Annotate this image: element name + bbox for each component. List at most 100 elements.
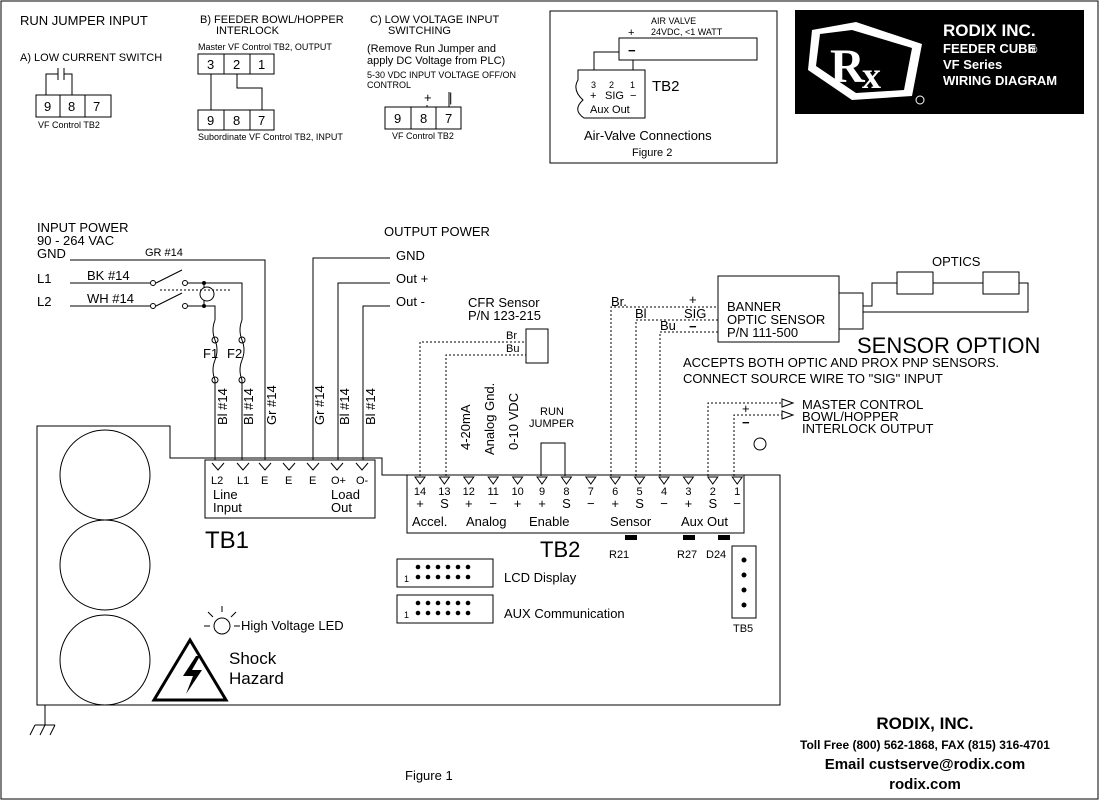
tb1-load: Load — [331, 487, 360, 502]
wire-label-5: Bl #14 — [337, 388, 352, 425]
aux-pins-pin — [435, 610, 441, 616]
tb2-terminal-2-sign: S — [708, 496, 717, 511]
mounting-hole — [753, 437, 767, 451]
aux-pins-pin — [435, 600, 441, 606]
svg-text:R: R — [830, 40, 866, 93]
aux-connector — [396, 594, 494, 624]
option-b-sub-strip: 9 8 7 — [197, 109, 275, 131]
tb2-terminal-9-marker — [536, 476, 548, 485]
lcd-pins-pin — [435, 574, 441, 580]
aux-pins-pin — [455, 600, 461, 606]
tb2-terminal-9-sign: + — [538, 496, 546, 511]
aux-pins-pin — [415, 600, 421, 606]
tb2-terminal-14-number: 14 — [414, 486, 426, 498]
run-jumper-title: RUN JUMPER INPUT — [20, 13, 148, 28]
banner-bu: Bu — [660, 318, 676, 333]
av-sign-minus: − — [630, 90, 636, 102]
option-c-note-4: CONTROL — [367, 80, 411, 90]
tb2-terminal-1-marker — [731, 476, 744, 485]
lcd-pin1: 1 — [404, 574, 409, 584]
capacitor-3 — [59, 614, 151, 706]
tb2-terminal-14-marker — [414, 476, 426, 485]
lcd-pins-pin — [455, 574, 461, 580]
master-output-line-2: BOWL/HOPPER — [802, 409, 899, 424]
option-c-plus: + — [424, 90, 432, 105]
tb2-label: TB2 — [540, 537, 580, 562]
svg-text:x: x — [862, 55, 881, 97]
ground-symbol — [29, 705, 56, 736]
wire-label-4: Gr #14 — [312, 385, 327, 425]
tb2-terminal-11-marker — [487, 476, 500, 485]
air-valve-body — [618, 37, 758, 61]
capacitor-2 — [59, 519, 151, 611]
master-output-wires — [707, 402, 782, 476]
tb2-terminal-10-marker — [511, 476, 524, 485]
av-sign-sig: SIG — [605, 90, 624, 102]
cfr-br: Br — [506, 330, 517, 342]
logo-diagram: WIRING DIAGRAM — [943, 73, 1057, 88]
tb2-block — [406, 474, 745, 534]
cfr-sensor-body — [525, 328, 549, 364]
banner-line-2: OPTIC SENSOR — [727, 312, 825, 327]
figure-1-caption: Figure 1 — [405, 768, 453, 783]
sensor-note-1: ACCEPTS BOTH OPTIC AND PROX PNP SENSORS. — [683, 355, 999, 370]
cfr-wires — [419, 341, 526, 476]
tb2-terminal-11-number: 11 — [487, 486, 498, 498]
master-output-plus: + — [742, 401, 750, 416]
wire-label-3: Gr #14 — [264, 385, 279, 425]
lcd-pins-pin — [455, 564, 461, 570]
tb2-group-sensor: Sensor — [610, 514, 652, 529]
c-term-9: 9 — [394, 111, 401, 126]
analog-label-0-10vdc: 0-10 VDC — [506, 393, 521, 450]
option-c-note-2: apply DC Voltage from PLC) — [367, 55, 505, 67]
control-board — [36, 425, 781, 706]
lcd-label: LCD Display — [504, 570, 577, 585]
tb2-terminal-6-number: 6 — [612, 486, 618, 498]
input-power-gr: GR #14 — [145, 247, 183, 259]
fuse-f1: F1 — [203, 346, 218, 361]
high-voltage-led-icon — [204, 606, 240, 635]
shock-label-1: Shock — [229, 649, 277, 668]
banner-plus: + — [689, 292, 697, 307]
b-master-term-1: 1 — [258, 57, 265, 72]
master-output-arrows — [781, 398, 795, 420]
input-power-title-1: INPUT POWER — [37, 220, 129, 235]
output-power-minus: Out - — [396, 294, 425, 309]
tb2-terminal-5-number: 5 — [637, 486, 643, 498]
tb2-terminal-3-sign: + — [685, 496, 693, 511]
tb1-label: TB1 — [205, 527, 249, 554]
capacitor-1 — [59, 429, 151, 521]
analog-label-gnd: Analog Gnd. — [482, 383, 497, 455]
tb1-block — [204, 459, 376, 519]
tb1-term-l2: L2 — [211, 475, 223, 487]
c-term-7: 7 — [445, 111, 452, 126]
lcd-pins-pin — [435, 564, 441, 570]
tb1-term-oplus: O+ — [331, 475, 346, 487]
lcd-pins-pin — [445, 574, 451, 580]
aux-label: AUX Communication — [504, 606, 625, 621]
output-power-plus: Out + — [396, 271, 428, 286]
av-term-3: 3 — [591, 80, 596, 90]
output-power-title: OUTPUT POWER — [384, 224, 490, 239]
high-voltage-led-label: High Voltage LED — [241, 618, 344, 633]
b-master-term-3: 3 — [207, 57, 214, 72]
cfr-title-2: P/N 123-215 — [468, 308, 541, 323]
aux-out-connector: 3 2 1 + SIG − Aux Out — [575, 69, 646, 119]
tb2-terminal-2-marker — [706, 476, 719, 485]
tb1-term-e1: E — [261, 475, 268, 487]
banner-line-3: P/N 111-500 — [727, 325, 798, 340]
banner-sensor-lens — [838, 292, 864, 330]
tb2-terminal-4-sign: − — [660, 496, 668, 511]
run-jumper-label-2: JUMPER — [529, 418, 574, 430]
a-term-7: 7 — [93, 99, 100, 114]
footer-company: RODIX, INC. — [876, 714, 973, 733]
logo-series: VF Series — [943, 57, 1002, 72]
lcd-pins-pin — [415, 564, 421, 570]
lcd-pins-pin — [415, 574, 421, 580]
tb2-terminal-5-marker — [633, 476, 646, 485]
fuse-f2: F2 — [227, 346, 242, 361]
optics-wires — [863, 282, 1029, 313]
banner-wires — [610, 306, 718, 476]
tb2-terminal-10-number: 10 — [511, 486, 523, 498]
